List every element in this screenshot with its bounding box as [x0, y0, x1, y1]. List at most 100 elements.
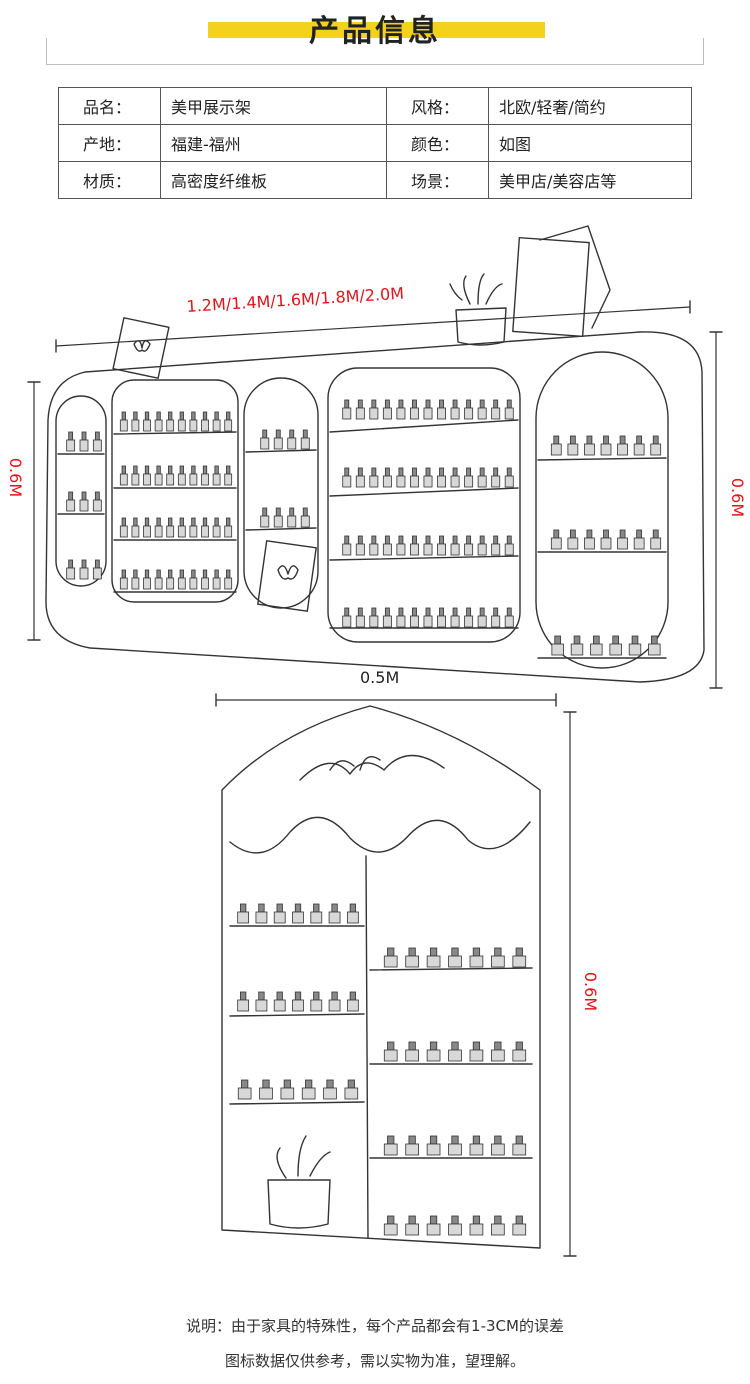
- spec-key: 材质：: [58, 161, 161, 199]
- bottle-cap: [425, 399, 431, 409]
- bottle-body: [464, 543, 474, 556]
- spec-value: 美甲店/美容店等: [488, 161, 692, 199]
- bottle-cap: [408, 1041, 416, 1051]
- bottle-cap: [515, 947, 523, 957]
- bottle-body: [405, 1143, 419, 1156]
- bottle-cap: [258, 991, 265, 1001]
- bottle-cap: [472, 947, 481, 957]
- bottle-body: [650, 537, 662, 550]
- bottle-cap: [313, 903, 320, 913]
- bottle-cap: [387, 1041, 395, 1051]
- bottle-body: [383, 955, 398, 968]
- bottle-cap: [398, 467, 404, 477]
- bottle-body: [551, 643, 564, 656]
- bottle-body: [512, 1223, 527, 1236]
- bottle-body: [310, 999, 323, 1012]
- bottle-cap: [156, 411, 161, 421]
- bottle-body: [477, 475, 487, 488]
- bottle-body: [177, 577, 186, 590]
- bottle-body: [273, 911, 286, 924]
- bottle-cap: [283, 1079, 291, 1089]
- bottle-body: [450, 615, 460, 628]
- bottle-body: [92, 567, 102, 580]
- bottle-body: [369, 475, 379, 488]
- bottle-body: [491, 1143, 505, 1156]
- bottle-cap: [344, 607, 350, 617]
- bottle-cap: [494, 1215, 502, 1225]
- bottle-cap: [121, 517, 126, 527]
- spec-key: 风格：: [386, 87, 489, 125]
- bottle-cap: [479, 467, 485, 477]
- bottle-body: [201, 419, 209, 432]
- bottle-body: [287, 515, 297, 528]
- bottle-cap: [493, 535, 499, 545]
- bottle-body: [437, 615, 447, 628]
- bottle-body: [143, 525, 151, 538]
- bottle-body: [342, 615, 352, 628]
- bottle-body: [342, 407, 352, 420]
- bottle-cap: [133, 411, 138, 421]
- bottle-body: [166, 473, 175, 486]
- bottle-body: [212, 419, 221, 432]
- bottle-cap: [408, 1135, 416, 1145]
- spec-row: 产地： 福建-福州 颜色： 如图: [58, 124, 692, 162]
- bottle-body: [550, 537, 562, 550]
- tall-height-dimension-line: [563, 711, 577, 1257]
- bottle-body: [448, 955, 462, 968]
- bottle-body: [201, 577, 209, 590]
- bottle-cap: [133, 569, 138, 579]
- bottle-body: [177, 525, 186, 538]
- bottle-cap: [202, 411, 208, 421]
- bottle-cap: [429, 1041, 438, 1051]
- spec-row: 材质： 高密度纤维板 场景： 美甲店/美容店等: [58, 161, 692, 199]
- bottle-cap: [144, 569, 150, 579]
- bottle-cap: [289, 507, 295, 517]
- bottle-body: [469, 1223, 484, 1236]
- bottle-cap: [81, 431, 87, 441]
- bottle-cap: [472, 1135, 481, 1145]
- bottle-body: [426, 1143, 441, 1156]
- bottle-cap: [425, 467, 431, 477]
- bottle-body: [464, 475, 474, 488]
- bottle-body: [201, 525, 209, 538]
- bottle-body: [437, 407, 447, 420]
- bottle-cap: [515, 1135, 523, 1145]
- bottle-cap: [408, 1215, 416, 1225]
- height-dimension-line-left: [27, 381, 41, 641]
- bottle-cap: [347, 1079, 355, 1089]
- bottle-cap: [612, 635, 619, 645]
- tall-width-dimension-line: [215, 693, 557, 707]
- bottle-body: [166, 419, 175, 432]
- bottle-body: [131, 473, 140, 486]
- bottle-body: [448, 1223, 462, 1236]
- bottle-body: [287, 437, 297, 450]
- spec-key: 品名：: [58, 87, 161, 125]
- bottle-cap: [305, 1079, 313, 1089]
- bottle-cap: [479, 607, 485, 617]
- bottle-body: [355, 475, 365, 488]
- bottle-cap: [294, 903, 302, 913]
- bottle-cap: [466, 607, 472, 617]
- bottle-cap: [429, 1135, 438, 1145]
- bottle-body: [464, 615, 474, 628]
- bottle-body: [512, 1143, 527, 1156]
- bottle-body: [477, 615, 487, 628]
- bottle-body: [409, 615, 419, 628]
- bottle-body: [346, 999, 359, 1012]
- bottle-cap: [202, 465, 208, 475]
- bottle-body: [491, 955, 505, 968]
- bottle-body: [491, 543, 501, 556]
- bottle-cap: [425, 607, 431, 617]
- bottle-body: [570, 643, 584, 656]
- bottle-body: [600, 537, 612, 550]
- bottle-body: [344, 1087, 359, 1100]
- bottle-body: [280, 1087, 295, 1100]
- bottle-cap: [344, 467, 350, 477]
- bottle-cap: [619, 435, 626, 445]
- bottle-cap: [226, 569, 231, 579]
- bottle-cap: [494, 1135, 502, 1145]
- bottle-cap: [349, 991, 357, 1001]
- bottle-cap: [133, 517, 138, 527]
- bottle-body: [154, 577, 163, 590]
- spec-key: 颜色：: [386, 124, 489, 162]
